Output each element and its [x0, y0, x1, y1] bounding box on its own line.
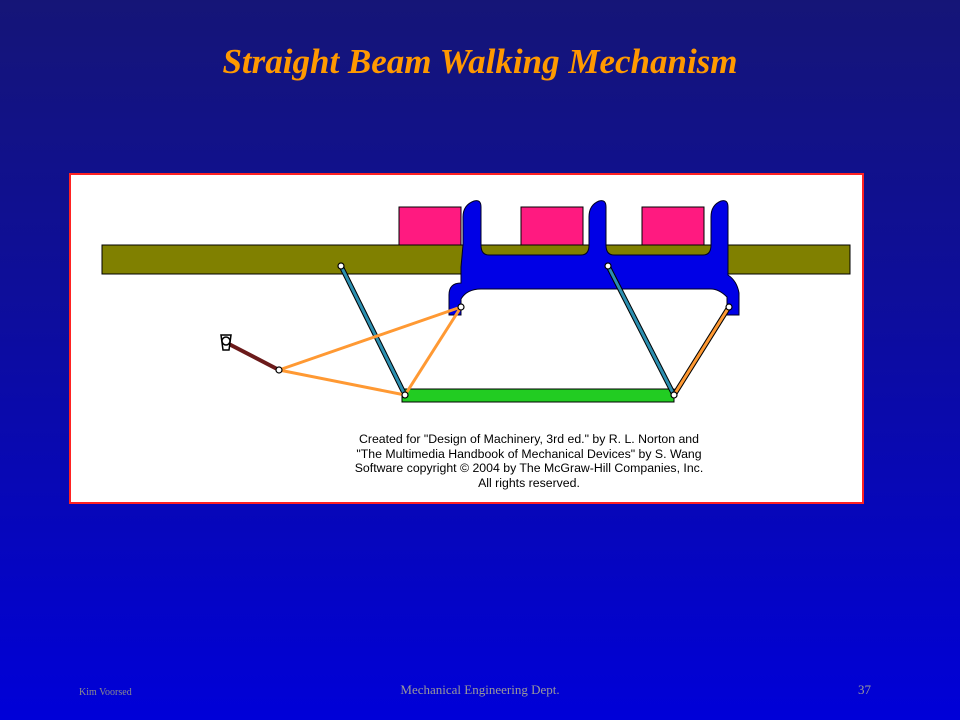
drive-link-left-diag [403, 306, 463, 396]
joint-pin [337, 262, 345, 270]
joint-pin [275, 366, 283, 374]
copyright-credits: Created for "Design of Machinery, 3rd ed… [339, 432, 719, 490]
mechanism-figure: Created for "Design of Machinery, 3rd ed… [69, 173, 864, 504]
credit-line: Created for "Design of Machinery, 3rd ed… [358, 432, 699, 446]
joint-pin [670, 391, 678, 399]
joint-pin [725, 303, 733, 311]
credit-line: All rights reserved. [478, 475, 580, 490]
mechanism-diagram [101, 200, 851, 403]
slide-title: Straight Beam Walking Mechanism [222, 42, 738, 81]
credit-line: "The Multimedia Handbook of Mechanical D… [356, 446, 702, 461]
slide-number: 37 [858, 682, 871, 697]
joint-pin [457, 303, 465, 311]
joint-pin [604, 262, 612, 270]
load-block-3 [641, 206, 705, 246]
footer-department: Mechanical Engineering Dept. [400, 682, 560, 697]
joint-pin [401, 391, 409, 399]
drive-link-upper [278, 305, 462, 372]
load-block-1 [398, 206, 462, 246]
ground-pivot-icon [220, 334, 232, 351]
walking-beam [448, 200, 740, 316]
load-block-2 [520, 206, 584, 246]
coupler-bar [401, 388, 675, 403]
crank [224, 340, 280, 372]
footer-author: Kim Voorsed [79, 687, 132, 698]
drive-link-lower [278, 368, 406, 397]
credit-line: Software copyright © 2004 by The McGraw-… [354, 461, 704, 475]
